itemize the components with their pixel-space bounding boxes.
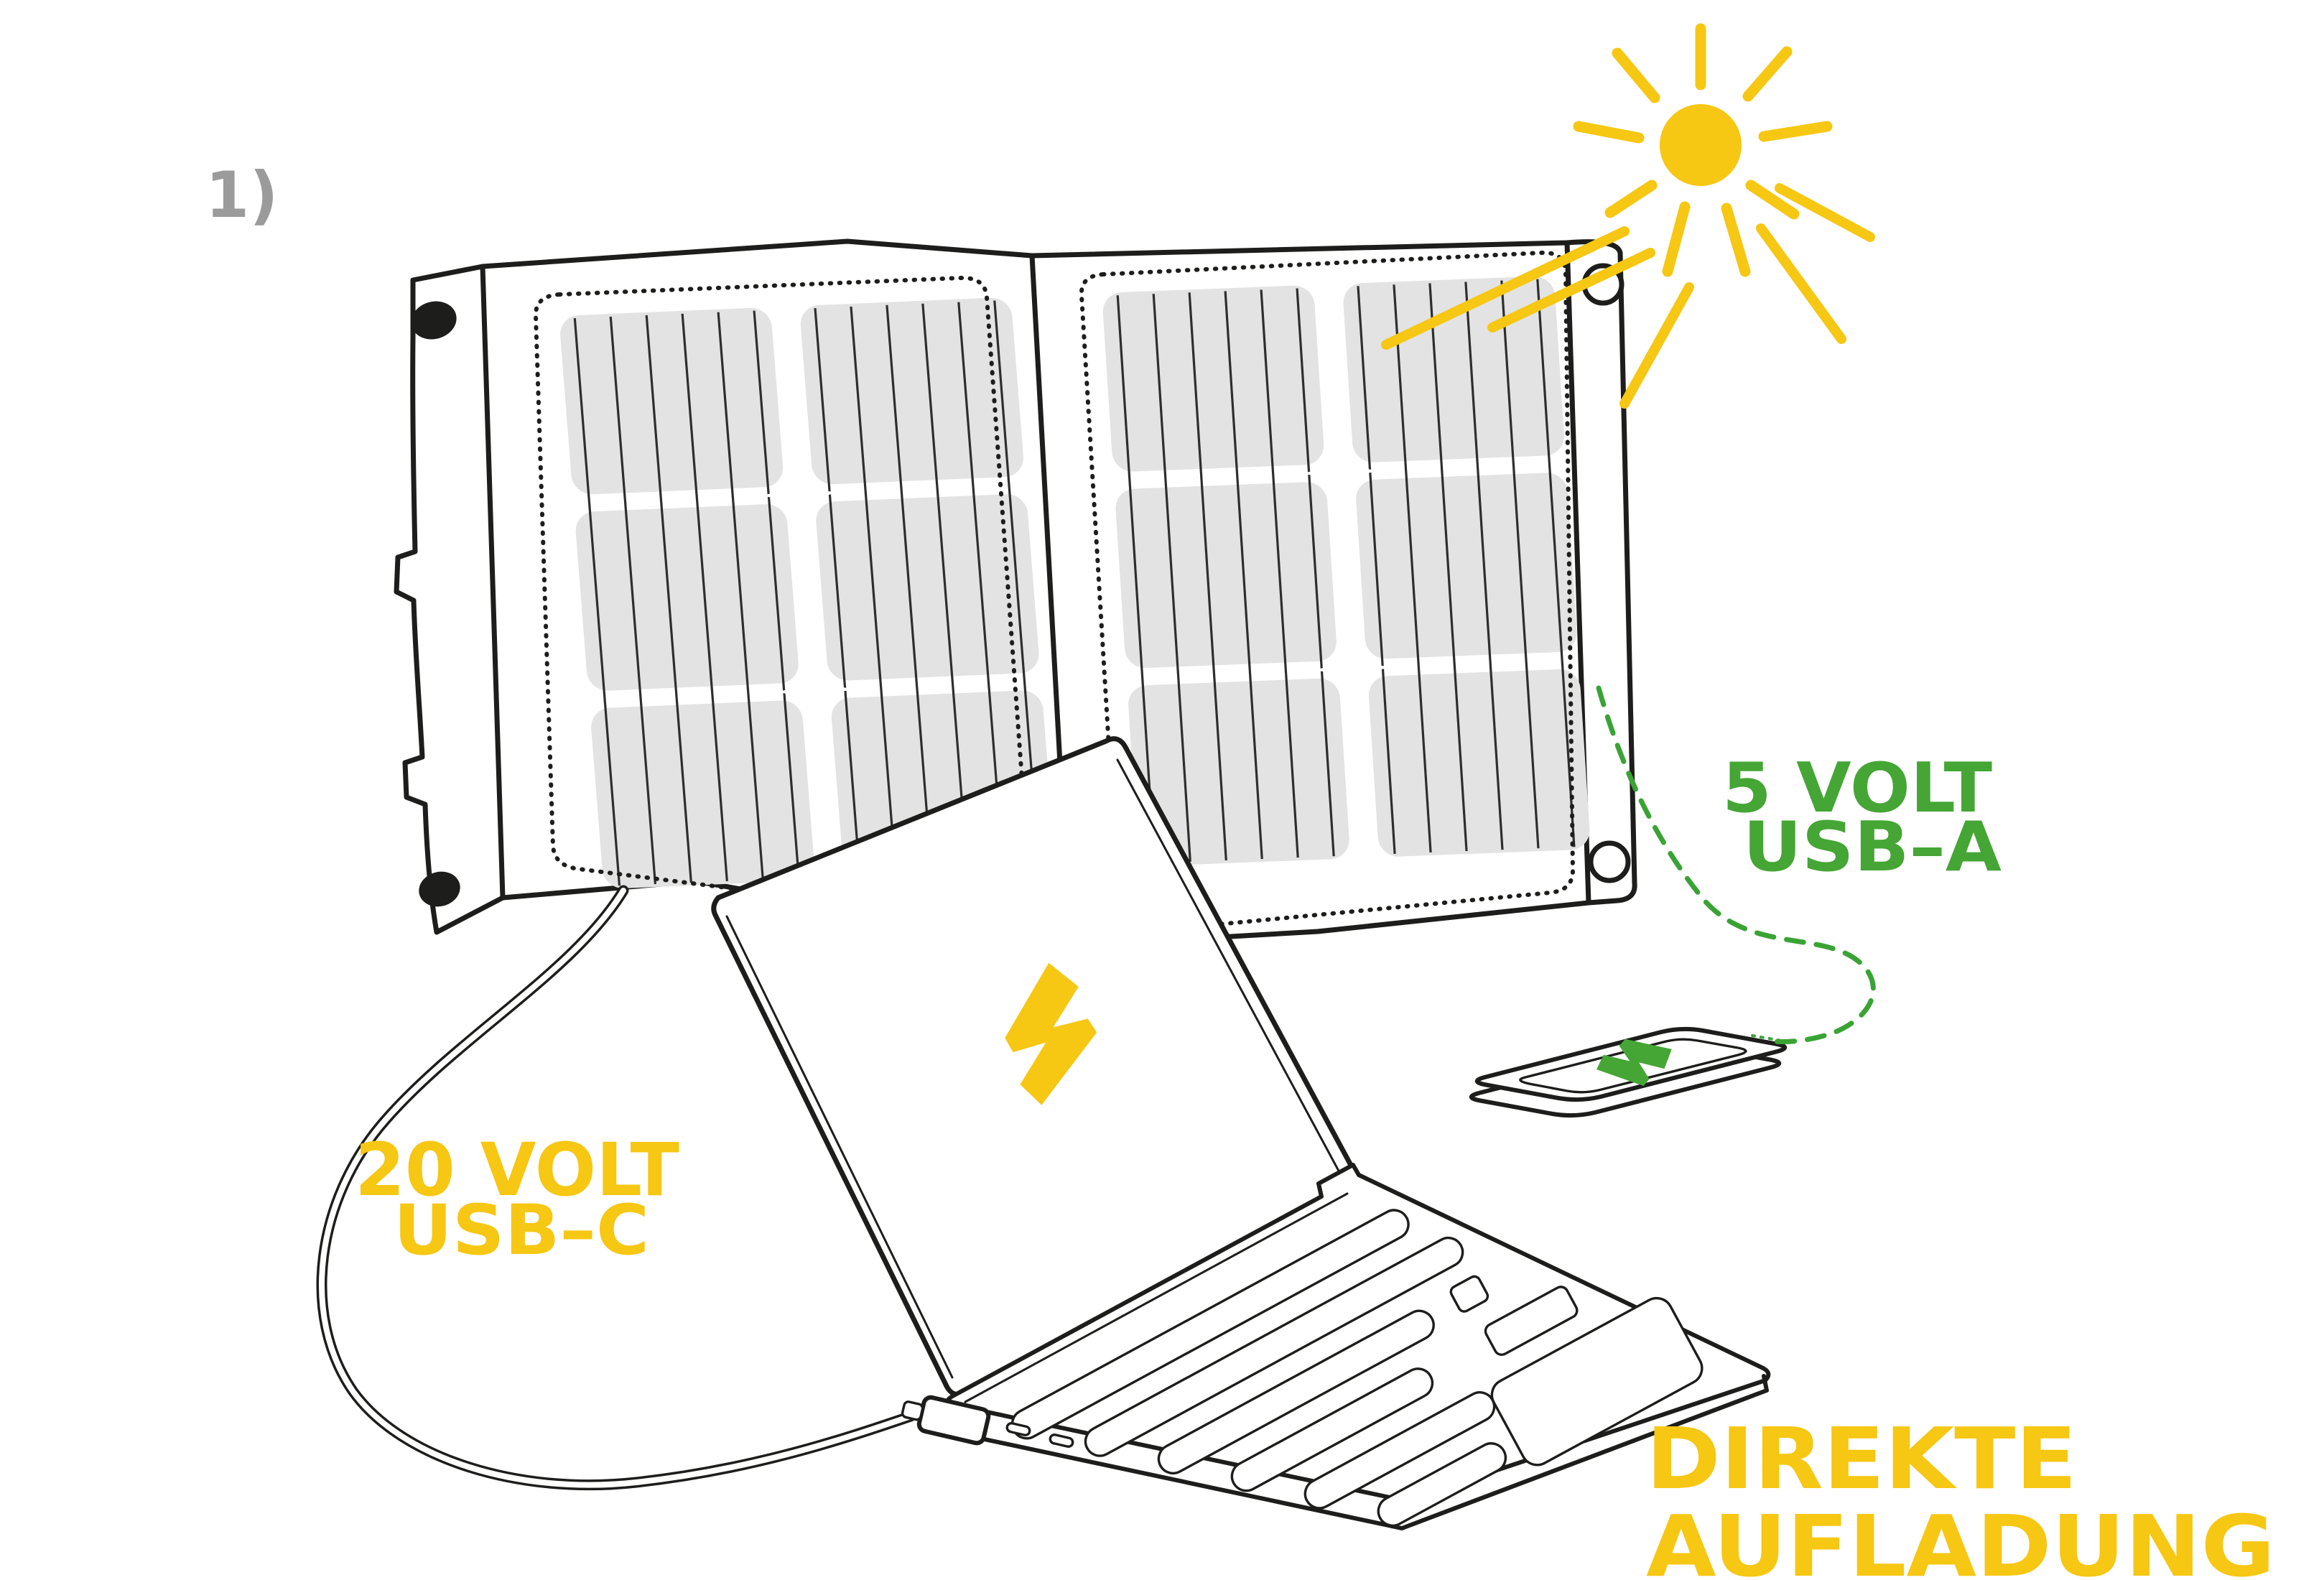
label-20-volt: 20 VOLT [355, 1128, 679, 1213]
keyboard [1010, 1209, 1704, 1527]
sun-ray-icon [1381, 23, 1875, 409]
phone-illustration [1469, 1026, 1788, 1118]
label-5-volt: 5 VOLT [1722, 749, 1992, 828]
label-usb-c: USB–C [394, 1190, 649, 1270]
deck-hinge-line [964, 1192, 1349, 1403]
panel-grommet-icon [1588, 840, 1631, 883]
figure-number-label: 1) [205, 158, 278, 232]
label-usb-a: USB–A [1743, 808, 2002, 887]
solar-cell-grid-left [560, 297, 1055, 888]
label-aufladung: AUFLADUNG [1646, 1497, 2275, 1580]
solar-panel [394, 238, 1637, 949]
screen-edge-line-left [725, 915, 954, 1379]
flap-grommet-top [411, 301, 457, 340]
screen-edge-line-right [1116, 758, 1342, 1175]
lightning-bolt-yellow-icon [1005, 962, 1097, 1105]
usb-c-port [1005, 1422, 1031, 1436]
label-direkte: DIREKTE [1646, 1409, 2077, 1508]
dotted-border-right [1079, 250, 1576, 934]
usb-c-plug [901, 1395, 991, 1446]
flap-grommet-bottom [419, 871, 460, 907]
flap-fold-line [480, 264, 506, 901]
usb-c-cable [316, 885, 916, 1491]
usb-c-port [1049, 1433, 1074, 1448]
trackpad [1490, 1296, 1704, 1467]
sun-icon [1381, 23, 1875, 409]
laptop-illustration [711, 736, 1771, 1530]
lightning-bolt-green-icon [1596, 1038, 1672, 1087]
usb-a-dashed-connection [1596, 685, 1876, 1044]
solar-cell-grid-right [1102, 276, 1590, 866]
